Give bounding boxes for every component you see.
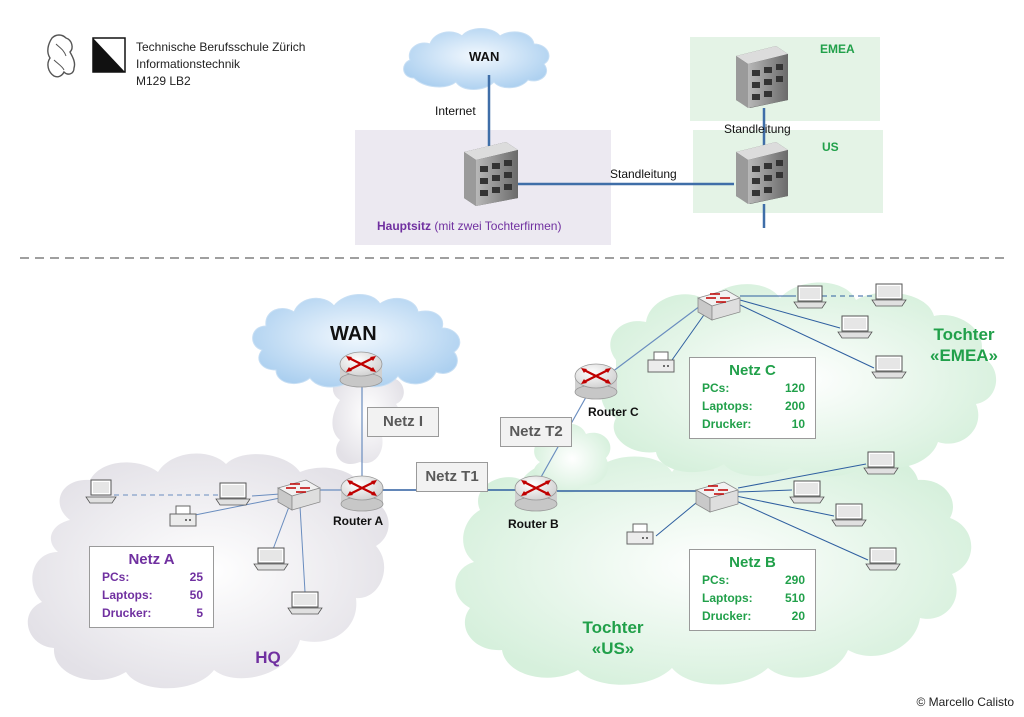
netz-b-title: Netz B [729, 554, 776, 571]
printer-icon [169, 505, 197, 527]
course-code: M129 LB2 [136, 74, 191, 88]
stats-row: Laptops:510 [702, 591, 805, 605]
router-a-label: Router A [333, 514, 384, 528]
stats-row: PCs:120 [702, 381, 805, 395]
router-c-label: Router C [588, 405, 639, 419]
copyright-credit: © Marcello Calisto [916, 695, 1014, 709]
stats-row: PCs:290 [702, 573, 805, 587]
laptop-icon [865, 547, 901, 571]
canton-zurich-shield-logo [92, 37, 126, 73]
stats-row: Laptops:200 [702, 399, 805, 413]
printer-icon [626, 523, 654, 545]
wan-label-main: WAN [330, 323, 377, 345]
laptop-icon [871, 283, 907, 307]
netz-c-access-links [671, 295, 876, 369]
wan-cloud-main [252, 294, 461, 388]
stats-row: Laptops:50 [102, 588, 203, 602]
stats-row: Drucker:5 [102, 606, 203, 620]
laptop-icon [789, 480, 825, 504]
switch-a-icon [276, 479, 322, 511]
netz-a-title: Netz A [128, 551, 175, 568]
laptop-icon [793, 285, 827, 309]
laptop-icon [215, 482, 251, 506]
netz-b-stats: Netz B PCs:290 Laptops:510 Drucker:20 [689, 549, 816, 631]
school-name: Technische Berufsschule Zürich [136, 40, 306, 54]
switch-c-icon [696, 289, 742, 321]
netz-a-stats: Netz A PCs:25 Laptops:50 Drucker:5 [89, 546, 214, 628]
standleitung-vertical-label: Standleitung [724, 122, 791, 136]
router-b-label: Router B [508, 517, 559, 531]
stats-row: PCs:25 [102, 570, 203, 584]
wan-cloud-top [403, 28, 550, 90]
canton-zurich-lion-logo [47, 34, 76, 78]
emea-label: EMEA [820, 42, 855, 56]
emea-building-icon [736, 46, 788, 108]
standleitung-label: Standleitung [610, 167, 677, 181]
hauptsitz-label: Hauptsitz (mit zwei Tochterfirmen) [377, 219, 561, 233]
netz-t1-label: Netz T1 [416, 462, 488, 492]
us-building-icon [736, 142, 788, 204]
hauptsitz-name: Hauptsitz [377, 219, 431, 233]
netz-c-title: Netz C [729, 362, 776, 379]
netz-b-access-links [655, 463, 869, 561]
router-a-icon [340, 475, 384, 512]
wan-label-top: WAN [469, 49, 500, 64]
hq-label: HQ [255, 648, 281, 667]
laptop-icon [85, 479, 117, 504]
router-c-icon [574, 363, 618, 400]
router-b-icon [514, 475, 558, 512]
laptop-icon [871, 355, 907, 379]
wan-router-icon [339, 351, 383, 388]
netz-i-label: Netz I [367, 407, 439, 437]
switch-b-icon [694, 481, 740, 513]
tochter-us-label: Tochter «US» [582, 618, 644, 658]
tochter-emea-label: Tochter «EMEA» [929, 325, 999, 365]
hauptsitz-building-icon [464, 142, 518, 206]
stats-row: Drucker:10 [702, 417, 805, 431]
department-name: Informationstechnik [136, 57, 241, 71]
netz-t2-label: Netz T2 [500, 417, 572, 447]
us-label: US [822, 140, 839, 154]
internet-label: Internet [435, 104, 476, 118]
laptop-icon [863, 451, 899, 475]
hauptsitz-note: (mit zwei Tochterfirmen) [434, 219, 562, 233]
hq-access-links [114, 493, 306, 593]
laptop-icon [837, 315, 873, 339]
printer-icon [647, 351, 675, 373]
laptop-icon [831, 503, 867, 527]
link-router-c-switch-c [611, 305, 701, 373]
stats-row: Drucker:20 [702, 609, 805, 623]
netz-c-stats: Netz C PCs:120 Laptops:200 Drucker:10 [689, 357, 816, 439]
laptop-icon [287, 591, 323, 615]
laptop-icon [253, 547, 289, 571]
